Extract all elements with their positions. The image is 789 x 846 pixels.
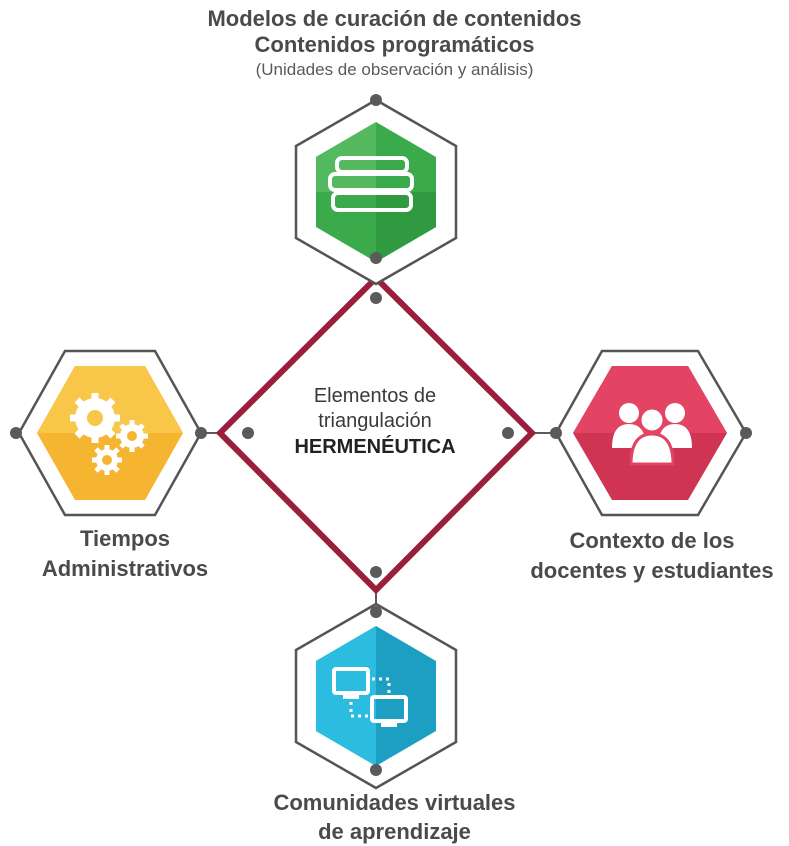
node-bottom	[294, 602, 458, 790]
node-top	[294, 98, 458, 286]
center-label: Elementos de triangulación HERMENÉUTICA	[275, 384, 475, 460]
left-line2: Administrativos	[41, 556, 209, 581]
bottom-node-label: Comunidades virtuales de aprendizaje	[0, 788, 789, 846]
connector-dots	[10, 94, 752, 776]
right-line2: docentes y estudiantes	[530, 558, 774, 583]
left-line1: Tiempos	[79, 526, 171, 551]
top-title-line2: Contenidos programáticos	[254, 32, 535, 57]
top-node-label: Modelos de curación de contenidos Conten…	[0, 6, 789, 82]
center-line1: Elementos de	[313, 385, 437, 407]
node-right	[554, 349, 748, 517]
bottom-line1: Comunidades virtuales	[273, 790, 516, 815]
right-node-label: Contexto de los docentes y estudiantes	[520, 526, 784, 586]
right-line1: Contexto de los	[569, 528, 735, 553]
bottom-line2: de aprendizaje	[318, 819, 471, 844]
center-diamond	[215, 273, 537, 595]
center-line2: triangulación	[318, 410, 432, 432]
top-title-line1: Modelos de curación de contenidos	[207, 6, 582, 31]
top-subtitle: (Unidades de observación y análisis)	[255, 60, 534, 79]
gears-icon	[70, 393, 148, 475]
left-node-label: Tiempos Administrativos	[10, 524, 240, 584]
network-computers-icon	[332, 667, 408, 727]
group-icon	[612, 403, 692, 466]
center-line3: HERMENÉUTICA	[294, 436, 456, 458]
node-left	[17, 349, 203, 517]
books-icon	[328, 156, 414, 212]
